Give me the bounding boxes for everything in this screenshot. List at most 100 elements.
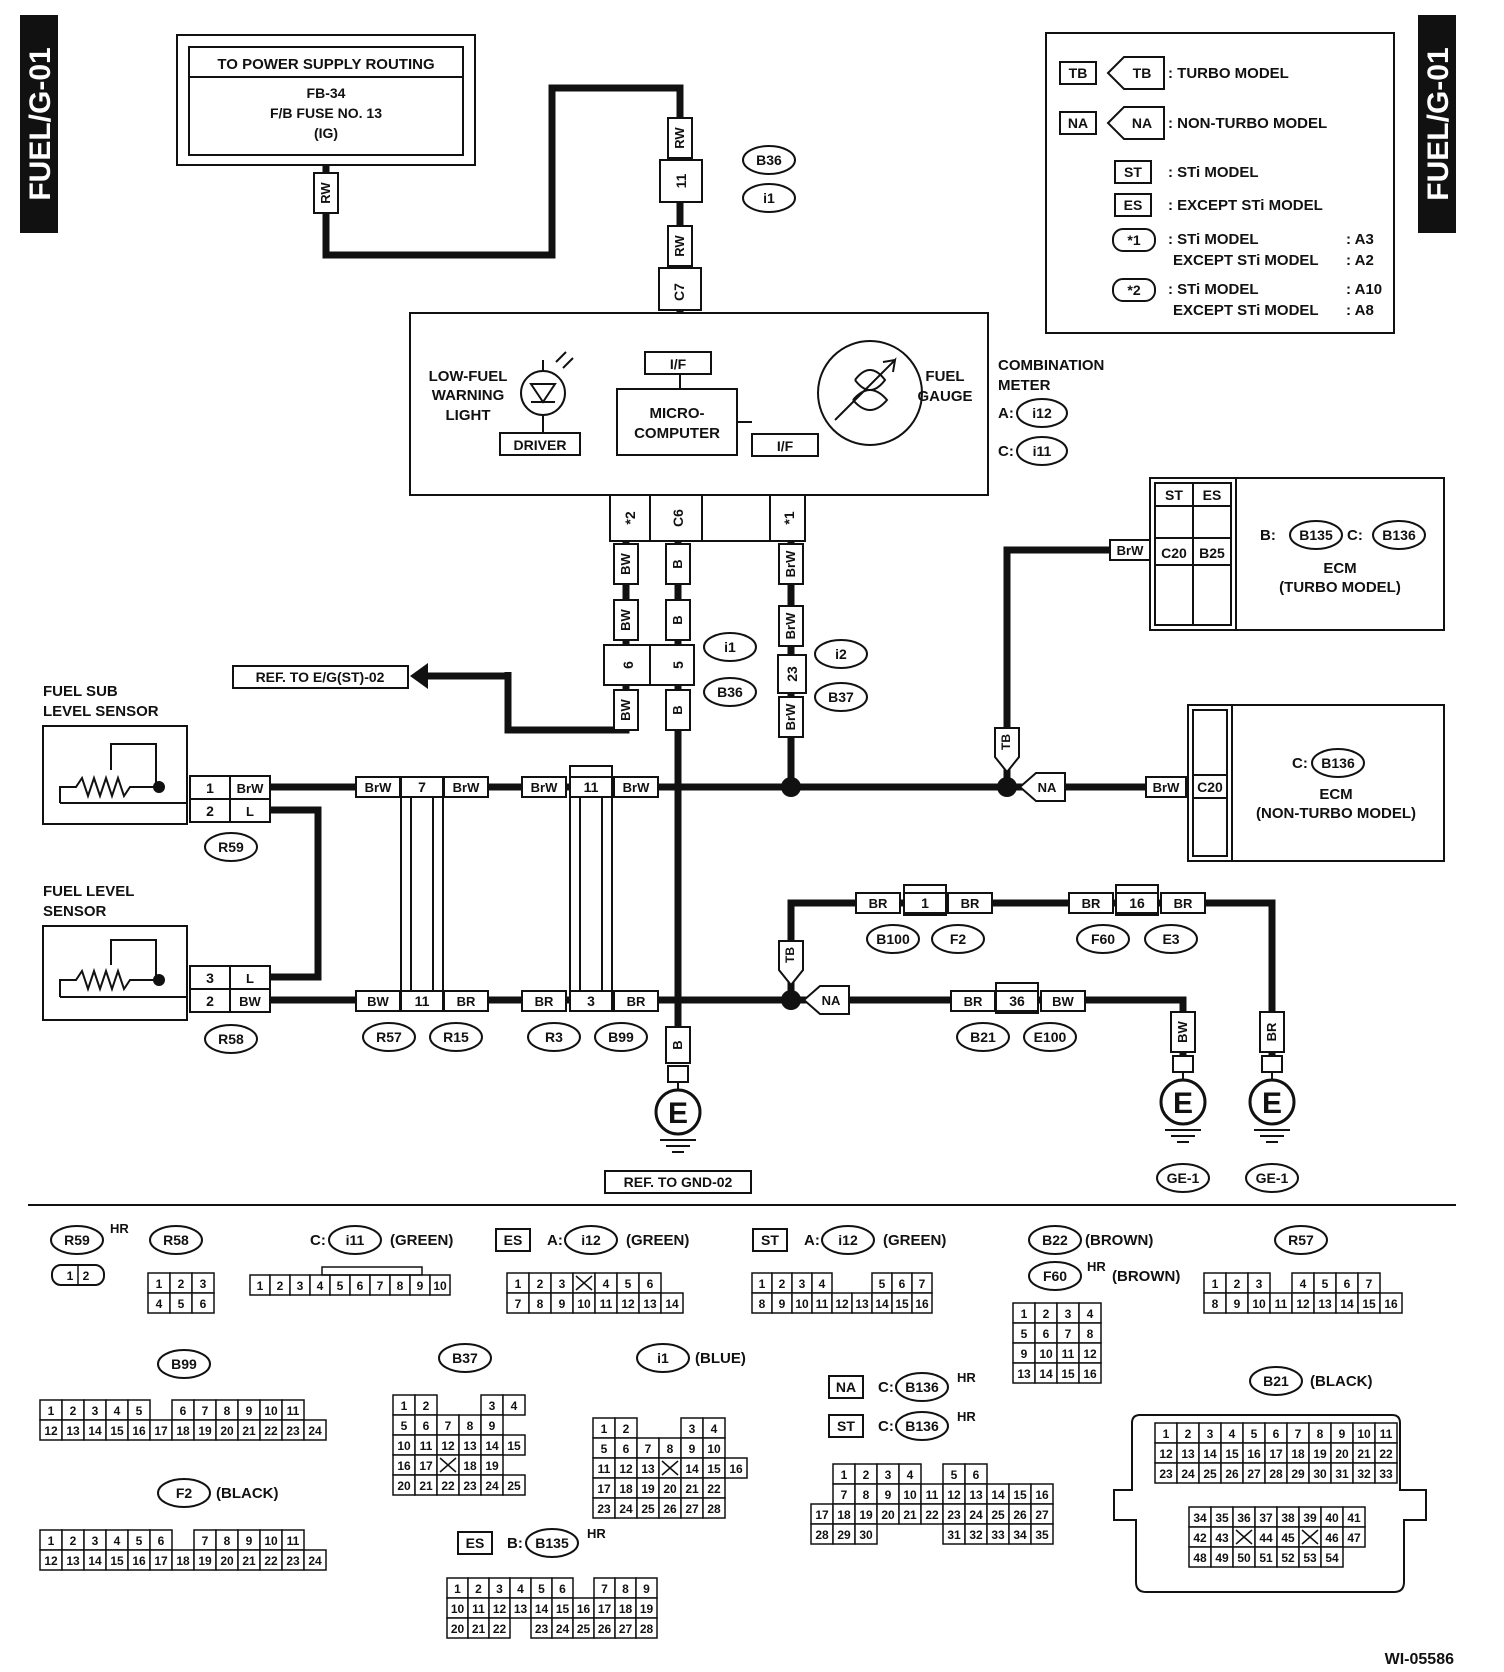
svg-text:13: 13 [969,1488,983,1502]
svg-text:5: 5 [337,1279,344,1293]
svg-text:10: 10 [1039,1347,1053,1361]
svg-text:13: 13 [66,1424,80,1438]
svg-text:6: 6 [423,1419,430,1433]
svg-text:13: 13 [463,1439,477,1453]
connector-f60 [1028,1261,1082,1291]
svg-text:A:: A: [998,405,1014,422]
svg-text:13: 13 [641,1462,655,1476]
svg-text:13: 13 [1318,1297,1332,1311]
svg-text:1: 1 [515,1277,522,1291]
svg-text:28: 28 [640,1622,654,1636]
svg-text:26: 26 [663,1502,677,1516]
svg-text:ST: ST [761,1232,779,1248]
connector-b21 [1249,1366,1303,1396]
svg-text:3: 3 [489,1399,496,1413]
connector-r57 [1274,1225,1328,1255]
svg-text:20: 20 [663,1482,677,1496]
svg-text:16: 16 [577,1602,591,1616]
svg-text:6: 6 [158,1534,165,1548]
svg-text:2: 2 [1185,1427,1192,1441]
svg-text:48: 48 [1193,1551,1207,1565]
svg-text:3: 3 [200,1277,207,1291]
svg-text:27: 27 [1247,1467,1261,1481]
svg-text:ST: ST [1124,164,1142,180]
svg-text:4: 4 [114,1404,121,1418]
svg-text:E: E [1262,1087,1282,1120]
svg-text:F2: F2 [950,931,967,947]
svg-text:3: 3 [559,1277,566,1291]
svg-text:32: 32 [969,1528,983,1542]
svg-text:23: 23 [463,1479,477,1493]
svg-text:L: L [246,804,254,819]
svg-text:6: 6 [620,661,636,669]
svg-text:11: 11 [415,993,430,1009]
svg-text:: A8: : A8 [1346,302,1374,319]
svg-text:9: 9 [489,1419,496,1433]
svg-text:ES: ES [1203,487,1222,503]
svg-text:17: 17 [598,1602,612,1616]
svg-text:16: 16 [397,1459,411,1473]
svg-text:23: 23 [286,1424,300,1438]
fuel-level-sensor: FUEL LEVEL SENSOR 3 2 L BW R58 [42,883,271,1054]
svg-text:C20: C20 [1161,545,1187,561]
svg-text:(BLACK): (BLACK) [216,1485,278,1502]
svg-text:1: 1 [401,1399,408,1413]
svg-text:34: 34 [1013,1528,1027,1542]
svg-text:17: 17 [597,1482,611,1496]
svg-text:C:: C: [878,1379,894,1396]
svg-text:: A10: : A10 [1346,281,1382,298]
svg-text:10: 10 [577,1297,591,1311]
svg-text:EXCEPT STi MODEL: EXCEPT STi MODEL [1173,252,1319,269]
connector-b99 [157,1349,211,1379]
svg-text:21: 21 [1357,1447,1371,1461]
svg-text:5: 5 [601,1442,608,1456]
svg-text:1: 1 [1212,1277,1219,1291]
svg-text:R57: R57 [1288,1232,1314,1248]
svg-text:BR: BR [457,994,476,1009]
svg-text:15: 15 [1362,1297,1376,1311]
svg-text:9: 9 [779,1297,786,1311]
svg-text:53: 53 [1303,1551,1317,1565]
svg-text:NA: NA [1038,780,1057,795]
svg-text:B136: B136 [905,1418,939,1434]
svg-text:8: 8 [1317,1427,1324,1441]
svg-text:: STi MODEL: : STi MODEL [1168,231,1259,248]
svg-text:15: 15 [1225,1447,1239,1461]
svg-text:C:: C: [310,1232,326,1249]
svg-text:BR: BR [535,994,554,1009]
svg-text:6: 6 [357,1279,364,1293]
svg-text:: NON-TURBO MODEL: : NON-TURBO MODEL [1168,115,1327,132]
svg-text:BrW: BrW [453,780,480,795]
svg-text:(BLUE): (BLUE) [695,1350,746,1367]
svg-text:12: 12 [1083,1347,1097,1361]
svg-text:BR: BR [627,994,646,1009]
inline-connectors: BrW 7 BrW BrW 11 BrW BW 11 BR BR 3 BR R5… [355,765,659,1052]
svg-text:(IG): (IG) [314,125,338,141]
svg-text:9: 9 [689,1442,696,1456]
svg-text:COMBINATION: COMBINATION [998,357,1104,374]
svg-text:5: 5 [625,1277,632,1291]
svg-text:7: 7 [645,1442,652,1456]
connector-r58 [149,1225,203,1255]
svg-text:BR: BR [1174,896,1193,911]
svg-text:6: 6 [200,1297,207,1311]
svg-text:2: 2 [277,1279,284,1293]
svg-text:BR: BR [1264,1022,1279,1041]
svg-text:9: 9 [246,1404,253,1418]
svg-text:1: 1 [257,1279,264,1293]
svg-text:4: 4 [907,1468,914,1482]
svg-text:LIGHT: LIGHT [446,407,491,424]
svg-text:i12: i12 [838,1232,858,1248]
svg-text:9: 9 [1339,1427,1346,1441]
svg-text:F/B FUSE NO. 13: F/B FUSE NO. 13 [270,105,382,121]
svg-text:L: L [246,971,254,986]
svg-text:ECM: ECM [1319,786,1352,803]
svg-text:BW: BW [618,698,633,720]
svg-text:9: 9 [1234,1297,1241,1311]
